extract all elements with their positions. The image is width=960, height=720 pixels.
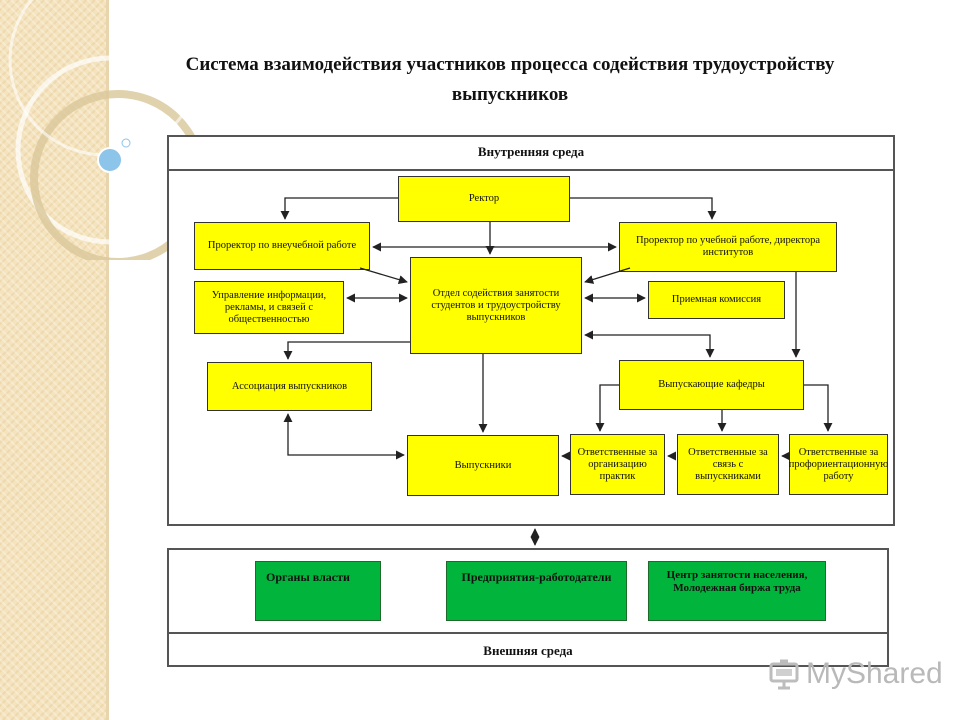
myshared-watermark: MyShared [768, 652, 943, 696]
responsible-practice-box: Ответственные за организацию практик [570, 434, 665, 495]
authorities-box: Органы власти [255, 561, 381, 621]
employment-department-box: Отдел содействия занятости студентов и т… [410, 257, 582, 354]
decorative-rings [8, 0, 200, 260]
responsible-contact-box: Ответственные за связь с выпускниками [677, 434, 779, 495]
prorector-academic-box: Проректор по учебной работе, директора и… [619, 222, 837, 272]
rector-box: Ректор [398, 176, 570, 222]
employers-box: Предприятия-работодатели [446, 561, 627, 621]
responsible-career-box: Ответственные за профориентационную рабо… [789, 434, 888, 495]
information-department-box: Управление информации, рекламы, и связей… [194, 281, 344, 334]
watermark-brand: MyShared [806, 657, 943, 690]
graduates-box: Выпускники [407, 435, 559, 496]
graduating-departments-box: Выпускающие кафедры [619, 360, 804, 410]
external-environment-label: Внешняя среда [167, 632, 889, 667]
prorector-extracurricular-box: Проректор по внеучебной работе [194, 222, 370, 270]
internal-environment-label: Внутренняя среда [167, 135, 895, 171]
graduates-association-box: Ассоциация выпускников [207, 362, 372, 411]
diagram-title: Система взаимодействия участников процес… [185, 54, 835, 105]
presentation-board-icon [769, 659, 799, 690]
admission-committee-box: Приемная комиссия [648, 281, 785, 319]
employment-center-box: Центр занятости населения, Молодежная би… [648, 561, 826, 621]
strip-edge [106, 0, 109, 720]
